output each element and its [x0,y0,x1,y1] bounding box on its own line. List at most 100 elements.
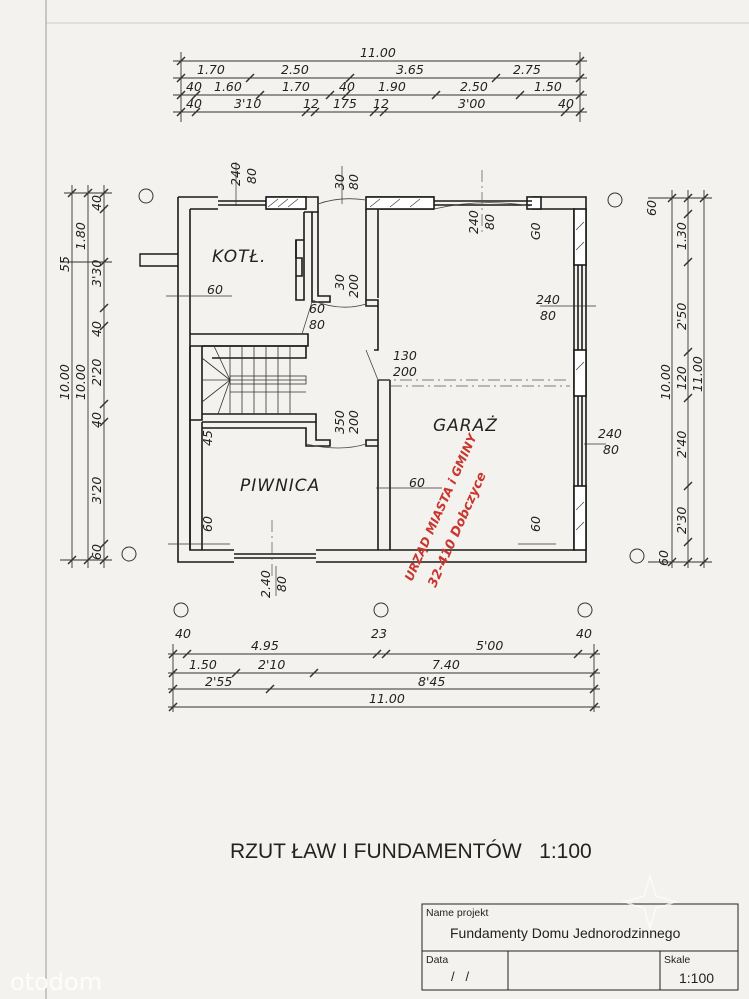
otodom-watermark: otodom [10,968,102,996]
stair-door-height: 200 [346,410,361,434]
bottom-dim-2: 4.95 [251,638,279,653]
left-outer-1: 10.00 [57,364,72,400]
top-dim-18: 40 [558,96,574,111]
bottom-dimension-lines [168,644,600,712]
title-block-text: Name projekt Fundamenty Domu Jednorodzin… [426,907,714,986]
top-dim-11: 1.50 [534,79,562,94]
top-dim-1: 1.70 [197,62,225,77]
wall-hatching [267,198,585,531]
left-dim-40b: 40 [89,321,104,337]
room-label-garaz: GARAŻ [433,415,498,436]
left-dimension-labels: 10.00 10.00 55 3'30 40 1.80 40 2'20 40 3… [57,195,104,560]
watermark-star-icon [621,873,679,931]
helper-lines [166,162,606,596]
opening-labels: 240 80 30 80 240 80 G0 60 60 80 30 200 2… [200,162,622,598]
right-dim-130: 1.30 [674,222,689,250]
top-dim-15: 175 [333,96,357,111]
top-dim-17: 3'00 [458,96,485,111]
right-dim-250: 2'50 [674,303,689,330]
right-dim-240: 2'40 [674,431,689,458]
garage-right-window2-width: 240 [598,426,622,441]
garage-right-window-height: 80 [540,308,556,323]
bottom-window-width: 2.40 [258,570,273,598]
scale-value: 1:100 [679,970,714,986]
bottom-dim-7: 2'10 [258,657,285,672]
top-dim-5: 40 [186,79,202,94]
staircase [201,345,307,415]
right-dim-60b: 60 [656,550,671,566]
top-dim-6: 1.60 [214,79,242,94]
right-outer-2: 11.00 [690,356,705,392]
axis-circles [121,188,645,618]
axis-lines [271,170,570,580]
scale-label: Skale [664,954,690,966]
left-dimension-lines [60,185,112,568]
bottom-window-height: 80 [274,576,289,592]
date-label: Data [426,954,448,966]
garage-bottom-wall-60: 60 [528,516,543,532]
garage-top-window-height: 80 [482,214,497,230]
top-dim-8: 40 [339,79,355,94]
top-door-width: 30 [332,174,347,190]
name-value: Fundamenty Domu Jednorodzinnego [450,925,681,941]
right-dim-120: 120 [674,366,689,390]
top-dim-10: 2.50 [460,79,488,94]
left-outer-2: 10.00 [73,364,88,400]
garage-right-window-width: 240 [536,292,560,307]
bottom-total-label: 11.00 [369,691,405,706]
kotl-window-width: 240 [228,162,243,186]
top-door-height: 80 [346,174,361,190]
piwnica-60: 60 [200,516,215,532]
bottom-dimension-labels: 40 4.95 23 5'00 40 1.50 2'10 7.40 2'55 8… [175,626,592,706]
room-label-piwnica: PIWNICA [240,476,320,496]
hall-opening-height: 200 [393,364,417,379]
kotl-wall-60: 60 [207,282,223,297]
piwnica-45: 45 [200,430,215,446]
kotl-door-width: 60 [309,301,325,316]
top-dim-9: 1.90 [378,79,406,94]
bottom-dim-9: 2'55 [205,674,232,689]
hall-opening-width: 130 [393,348,417,363]
left-dim-40c: 40 [89,412,104,428]
right-dim-230: 2'30 [674,507,689,534]
top-dim-12: 40 [186,96,202,111]
left-dim-320: 3'20 [89,477,104,504]
left-dim-a-330: 3'30 [89,260,104,287]
left-dim-220: 2'20 [89,359,104,386]
date-value: / / [451,969,469,984]
bottom-dim-3: 23 [371,626,387,641]
bottom-dim-6: 1.50 [189,657,217,672]
left-dim-40a: 40 [89,195,104,211]
top-dim-14: 12 [303,96,319,111]
chimney-stub [139,253,178,267]
top-dim-16: 12 [373,96,389,111]
top-total-label: 11.00 [360,45,396,60]
right-dimension-lines [648,190,712,568]
piwnica-wall-60: 60 [409,475,425,490]
left-dim-180: 1.80 [73,222,88,250]
top-dimension-lines [173,52,587,122]
top-dim-13: 3'10 [234,96,261,111]
right-dim-60a: 60 [644,200,659,216]
garage-right-window2-height: 80 [603,442,619,457]
foundation-walls [177,196,587,563]
room-labels: KOTŁ. GARAŻ PIWNICA [212,247,498,496]
garage-top-window-width: 240 [466,210,481,234]
top-dim-2: 2.50 [281,62,309,77]
kotl-door-height: 80 [309,317,325,332]
right-dimension-labels: 10.00 11.00 60 1.30 2'50 120 2'40 2'30 6… [644,200,705,566]
bottom-dim-10: 8'45 [418,674,445,689]
top-dim-4: 2.75 [513,62,541,77]
go-label: G0 [528,222,543,240]
bottom-dim-8: 7.40 [432,657,460,672]
bottom-dim-4: 5'00 [476,638,503,653]
title-block [421,903,739,991]
right-outer-1: 10.00 [658,364,673,400]
stair-door-width: 350 [332,410,347,434]
hall-door-width: 30 [332,274,347,290]
name-label: Name projekt [426,907,489,919]
top-dim-3: 3.65 [396,62,424,77]
room-label-kotl: KOTŁ. [212,247,266,267]
bottom-dim-1: 40 [175,626,191,641]
